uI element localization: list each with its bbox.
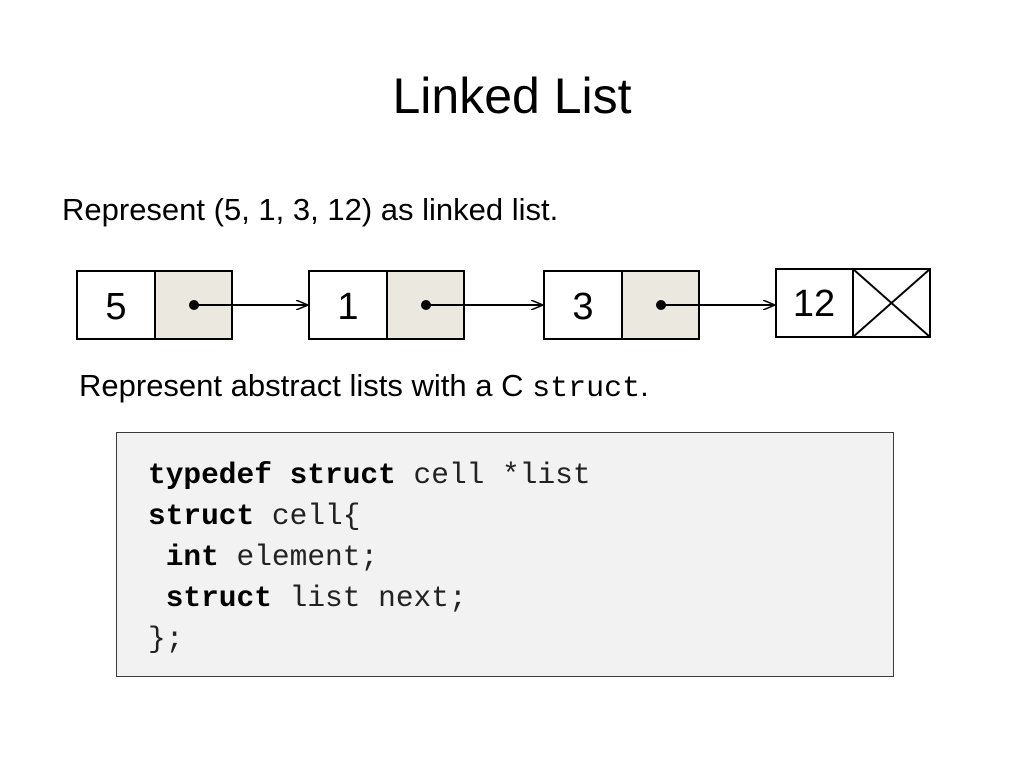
- code-line: int element;: [148, 537, 893, 578]
- struct-description-text: Represent abstract lists with a C: [79, 368, 533, 403]
- node-value: 1: [337, 286, 358, 328]
- struct-description-end: .: [640, 368, 649, 403]
- code-text: };: [148, 622, 184, 656]
- null-cross-line: [852, 268, 931, 338]
- code-text: cell *list: [395, 458, 591, 492]
- node-value-cell: [308, 270, 388, 340]
- code-keyword: typedef struct: [148, 458, 396, 492]
- node-value: 12: [793, 283, 835, 325]
- code-keyword: struct: [148, 499, 255, 533]
- struct-keyword: struct: [532, 372, 641, 406]
- slide-title: Linked List: [392, 68, 632, 124]
- code-keyword: struct: [165, 581, 272, 615]
- intro-text: Represent (5, 1, 3, 12) as linked list.: [62, 192, 559, 227]
- node-value-cell: [76, 270, 156, 340]
- code-keyword: int: [165, 540, 219, 574]
- code-indent: [148, 581, 166, 615]
- code-line: typedef struct cell *list: [148, 455, 893, 496]
- code-text: cell{: [254, 499, 361, 533]
- code-text: element;: [218, 540, 379, 574]
- struct-description: Represent abstract lists with a C struct…: [79, 366, 649, 409]
- node-value: 3: [572, 286, 593, 328]
- code-text: list next;: [271, 581, 467, 615]
- code-block: typedef struct cell *list struct cell{ i…: [116, 432, 894, 677]
- node-value-cell: [775, 268, 854, 338]
- node-value: 5: [105, 286, 126, 328]
- code-line: struct cell{: [148, 496, 893, 537]
- code-line: struct list next;: [148, 578, 893, 619]
- code-line: };: [148, 619, 893, 660]
- node-value-cell: [543, 270, 623, 340]
- code-indent: [148, 540, 166, 574]
